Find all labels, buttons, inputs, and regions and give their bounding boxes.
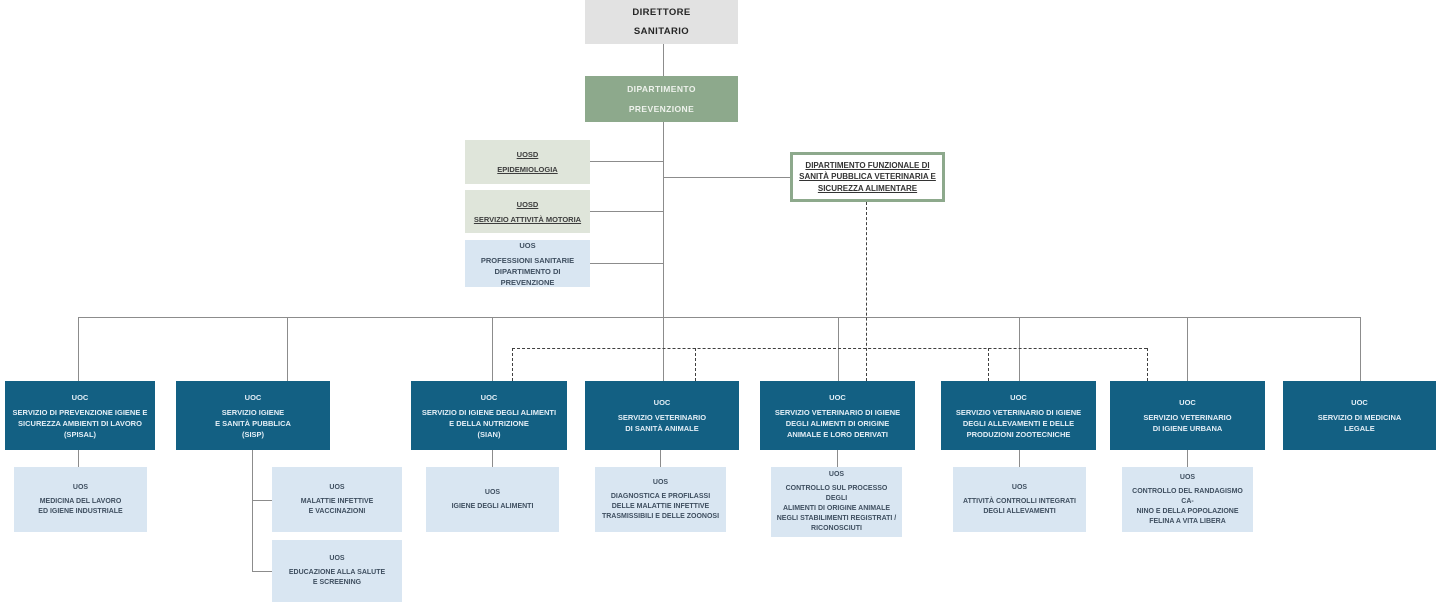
dashed-bus <box>512 348 1147 349</box>
dipartimento-funzionale-box: DIPARTIMENTO FUNZIONALE DI SANITÀ PUBBLI… <box>790 152 945 202</box>
connector-uoc7-uos8 <box>1187 450 1188 467</box>
uos-malattie-infettive-name: MALATTIE INFETTIVE E VACCINAZIONI <box>300 497 374 515</box>
uoc-alimenti-origine-animale-name: SERVIZIO VETERINARIO DI IGIENE DEGLI ALI… <box>774 407 901 439</box>
dashed-drop-allevamenti <box>988 348 989 381</box>
uos-professioni-sanitarie-tag: UOS <box>519 240 536 250</box>
dashed-drop-funzionale <box>866 202 867 381</box>
uoc-medicina-legale-tag: UOC <box>1351 398 1368 407</box>
connector-stub-attivita-motoria <box>590 211 663 212</box>
uos-malattie-infettive-box: UOS MALATTIE INFETTIVE E VACCINAZIONI <box>272 467 402 532</box>
uoc-igiene-urbana-box: UOC SERVIZIO VETERINARIO DI IGIENE URBAN… <box>1110 381 1265 450</box>
uos-malattie-infettive-tag: UOS <box>329 483 345 491</box>
uos-educazione-salute-tag: UOS <box>329 555 345 562</box>
uos-controlli-integrati-name: ATTIVITÀ CONTROLLI INTEGRATI DEGLI ALLEV… <box>963 497 1076 515</box>
connector-drop-uoc8 <box>1360 317 1361 381</box>
uosd-attivita-motoria-name: SERVIZIO ATTIVITÀ MOTORIA <box>473 214 582 224</box>
connector-drop-uoc7 <box>1187 317 1188 381</box>
connector-stub-funzionale <box>663 177 790 178</box>
uos-controlli-integrati-box: UOS ATTIVITÀ CONTROLLI INTEGRATI DEGLI A… <box>953 467 1086 532</box>
uos-diagnostica-profilassi-name: DIAGNOSTICA E PROFILASSI DELLE MALATTIE … <box>601 492 720 520</box>
dashed-drop-sian <box>512 348 513 381</box>
uos-medicina-lavoro-name: MEDICINA DEL LAVORO ED IGIENE INDUSTRIAL… <box>38 497 123 515</box>
dipartimento-prevenzione-box: DIPARTIMENTO PREVENZIONE <box>585 76 738 122</box>
uoc-sanita-animale-name: SERVIZIO VETERINARIO DI SANITÀ ANIMALE <box>617 413 707 433</box>
uoc-sisp-box: UOC SERVIZIO IGIENE E SANITÀ PUBBLICA (S… <box>176 381 330 450</box>
uoc-spisal-tag: UOC <box>71 392 89 402</box>
uos-controlli-integrati-tag: UOS <box>1011 483 1028 491</box>
uos-controllo-processo-tag: UOS <box>828 471 845 478</box>
uoc-alimenti-origine-animale-box: UOC SERVIZIO VETERINARIO DI IGIENE DEGLI… <box>760 381 915 450</box>
uoc-spisal-name: SERVIZIO DI PREVENZIONE IGIENE E SICUREZ… <box>12 407 148 439</box>
connector-sisp-elbow2 <box>252 571 272 572</box>
uoc-sian-box: UOC SERVIZIO DI IGIENE DEGLI ALIMENTI E … <box>411 381 567 450</box>
uoc-sian-name: SERVIZIO DI IGIENE DEGLI ALIMENTI E DELL… <box>421 407 557 439</box>
uos-randagismo-tag: UOS <box>1179 473 1196 481</box>
uoc-spisal-box: UOC SERVIZIO DI PREVENZIONE IGIENE E SIC… <box>5 381 155 450</box>
uos-controllo-processo-box: UOS CONTROLLO SUL PROCESSO DEGLI ALIMENT… <box>771 467 902 537</box>
uos-educazione-salute-box: UOS EDUCAZIONE ALLA SALUTE E SCREENING <box>272 540 402 602</box>
uos-educazione-salute-name: EDUCAZIONE ALLA SALUTE E SCREENING <box>288 569 386 586</box>
uos-diagnostica-profilassi-box: UOS DIAGNOSTICA E PROFILASSI DELLE MALAT… <box>595 467 726 532</box>
uoc-allevamenti-zootecniche-tag: UOC <box>1010 392 1027 402</box>
uos-diagnostica-profilassi-tag: UOS <box>652 478 669 486</box>
uoc-igiene-urbana-tag: UOC <box>1179 398 1196 407</box>
connector-uoc5-uos6 <box>837 450 838 467</box>
uos-randagismo-name: CONTROLLO DEL RANDAGISMO CA- NINO E DELL… <box>1132 487 1243 525</box>
uosd-attivita-motoria-tag: UOSD <box>516 199 539 209</box>
uoc-allevamenti-zootecniche-name: SERVIZIO VETERINARIO DI IGIENE DEGLI ALL… <box>955 407 1082 439</box>
uos-medicina-lavoro-box: UOS MEDICINA DEL LAVORO ED IGIENE INDUST… <box>14 467 147 532</box>
connector-drop-uoc1 <box>78 317 79 381</box>
uoc-igiene-urbana-name: SERVIZIO VETERINARIO DI IGIENE URBANA <box>1143 413 1232 433</box>
connector-uoc3-uos4 <box>492 450 493 467</box>
connector-direttore-dipartimento <box>663 44 664 76</box>
connector-uoc4-uos5 <box>660 450 661 467</box>
uoc-sanita-animale-box: UOC SERVIZIO VETERINARIO DI SANITÀ ANIMA… <box>585 381 739 450</box>
uoc-allevamenti-zootecniche-box: UOC SERVIZIO VETERINARIO DI IGIENE DEGLI… <box>941 381 1096 450</box>
uos-professioni-sanitarie-box: UOS PROFESSIONI SANITARIE DIPARTIMENTO D… <box>465 240 590 287</box>
connector-sisp-elbow1 <box>252 500 272 501</box>
dashed-drop-sanita-animale <box>695 348 696 381</box>
connector-drop-uoc2 <box>287 317 288 381</box>
connector-drop-uoc3 <box>492 317 493 381</box>
uosd-epidemiologia-box: UOSD EPIDEMIOLOGIA <box>465 140 590 184</box>
uosd-epidemiologia-name: EPIDEMIOLOGIA <box>497 165 558 174</box>
uoc-medicina-legale-box: UOC SERVIZIO DI MEDICINA LEGALE <box>1283 381 1436 450</box>
uoc-sisp-name: SERVIZIO IGIENE E SANITÀ PUBBLICA (SISP) <box>215 407 291 439</box>
connector-drop-uoc5 <box>838 317 839 381</box>
uoc-sisp-tag: UOC <box>244 392 262 402</box>
uosd-attivita-motoria-box: UOSD SERVIZIO ATTIVITÀ MOTORIA <box>465 190 590 233</box>
connector-main-trunk <box>663 122 664 317</box>
connector-sisp-trunk <box>252 450 253 572</box>
uos-controllo-processo-name: CONTROLLO SUL PROCESSO DEGLI ALIMENTI DI… <box>776 485 897 532</box>
uoc-sanita-animale-tag: UOC <box>653 398 671 407</box>
connector-drop-uoc4 <box>663 317 664 381</box>
connector-bus <box>78 317 1360 318</box>
uos-professioni-sanitarie-name: PROFESSIONI SANITARIE DIPARTIMENTO DI PR… <box>480 255 575 287</box>
uoc-sian-tag: UOC <box>480 392 498 402</box>
uos-medicina-lavoro-tag: UOS <box>72 483 89 491</box>
dashed-drop-igiene-urbana <box>1147 348 1148 381</box>
direttore-sanitario-box: DIRETTORE SANITARIO <box>585 0 738 44</box>
connector-drop-uoc6 <box>1019 317 1020 381</box>
connector-uoc6-uos7 <box>1019 450 1020 467</box>
uosd-epidemiologia-tag: UOSD <box>516 150 539 159</box>
uos-igiene-alimenti-box: UOS IGIENE DEGLI ALIMENTI <box>426 467 559 532</box>
connector-stub-epidemiologia <box>590 161 663 162</box>
uos-randagismo-box: UOS CONTROLLO DEL RANDAGISMO CA- NINO E … <box>1122 467 1253 532</box>
uoc-medicina-legale-name: SERVIZIO DI MEDICINA LEGALE <box>1317 413 1402 433</box>
uoc-alimenti-origine-animale-tag: UOC <box>829 392 846 402</box>
uos-igiene-alimenti-tag: UOS <box>484 488 501 496</box>
uos-igiene-alimenti-name: IGIENE DEGLI ALIMENTI <box>451 502 534 510</box>
connector-uoc1-uos1 <box>78 450 79 467</box>
connector-stub-professioni <box>590 263 663 264</box>
